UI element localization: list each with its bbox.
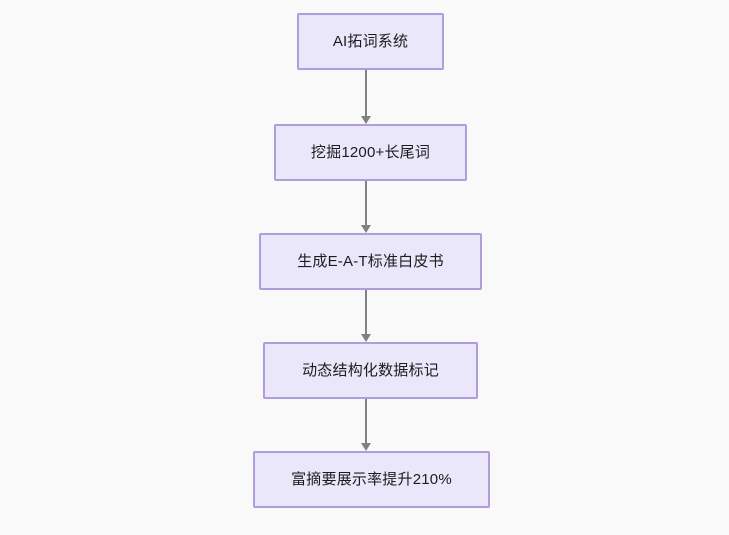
flow-node-label: 挖掘1200+长尾词 — [310, 143, 431, 161]
edge-line — [365, 399, 367, 444]
flow-node-ai-keyword-system[interactable]: AI拓词系统 — [297, 13, 444, 70]
edge-node3-node4 — [361, 290, 371, 342]
edge-node2-node3 — [361, 181, 371, 233]
edge-line — [365, 290, 367, 335]
flow-node-rich-snippet-uplift[interactable]: 富摘要展示率提升210% — [253, 451, 490, 508]
arrowhead-icon — [361, 334, 371, 342]
arrowhead-icon — [361, 443, 371, 451]
arrowhead-icon — [361, 116, 371, 124]
flow-node-mine-longtail-keywords[interactable]: 挖掘1200+长尾词 — [274, 124, 467, 181]
flow-node-generate-eat-whitepaper[interactable]: 生成E-A-T标准白皮书 — [259, 233, 482, 290]
arrowhead-icon — [361, 225, 371, 233]
flow-node-label: 动态结构化数据标记 — [302, 361, 439, 379]
flow-node-label: AI拓词系统 — [332, 32, 409, 50]
edge-node4-node5 — [361, 399, 371, 451]
edge-line — [365, 70, 367, 117]
flow-node-label: 生成E-A-T标准白皮书 — [297, 252, 444, 270]
flow-node-label: 富摘要展示率提升210% — [291, 470, 452, 488]
flow-node-dynamic-structured-data[interactable]: 动态结构化数据标记 — [263, 342, 478, 399]
edge-node1-node2 — [361, 70, 371, 124]
edge-line — [365, 181, 367, 226]
